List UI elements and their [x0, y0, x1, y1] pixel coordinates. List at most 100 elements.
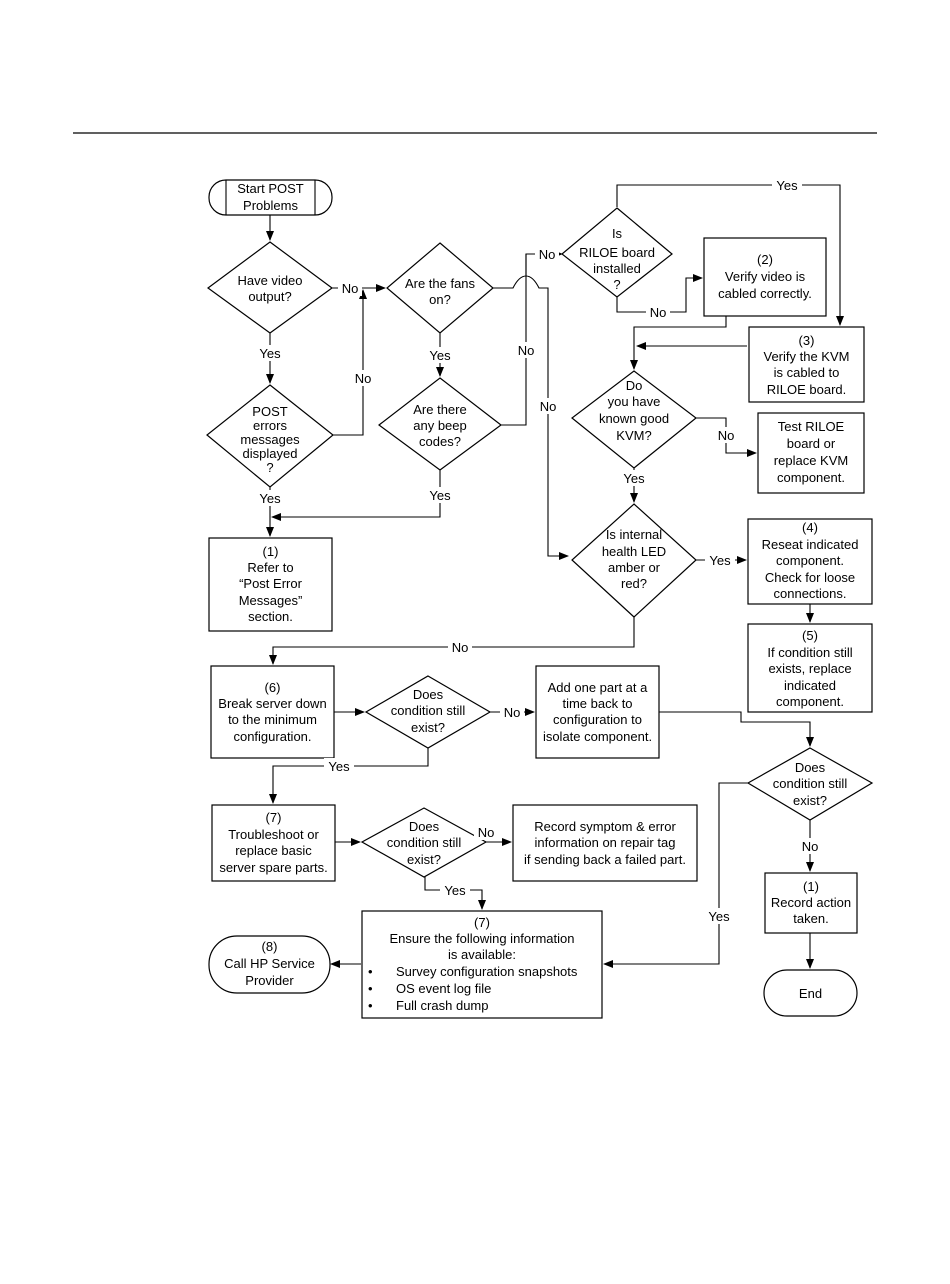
beep-line-3: codes?	[419, 434, 461, 449]
riloe-installed-decision: Is RILOE board installed ?	[561, 207, 673, 298]
video-line-2: output?	[248, 289, 291, 304]
troubleshoot-line-2: Troubleshoot or	[228, 827, 319, 842]
verify-kvm-line-1: (3)	[799, 333, 815, 348]
reseat-line-5: connections.	[774, 586, 847, 601]
condition-exist-decision-1: Does condition still exist?	[364, 675, 492, 749]
refer-line-1: (1)	[263, 544, 279, 559]
label-fans-yes: Yes	[429, 348, 451, 363]
record-symptom-line-3: if sending back a failed part.	[524, 852, 686, 867]
ensure-line-3: is available:	[448, 947, 516, 962]
bullet-icon: •	[368, 998, 373, 1013]
record-action-line-2: Record action	[771, 895, 851, 910]
replace-line-1: (5)	[802, 628, 818, 643]
label-riloe-no: No	[650, 305, 667, 320]
cond-right-line-2: condition still	[773, 776, 848, 791]
call-hp-line-2: Call HP Service	[224, 956, 315, 971]
cond1-line-2: condition still	[391, 703, 466, 718]
riloe-line-2: RILOE board	[579, 245, 655, 260]
label-riloe-yes: Yes	[776, 178, 798, 193]
health-led-decision: Is internal health LED amber or red?	[571, 503, 697, 618]
led-line-2: health LED	[602, 544, 666, 559]
bullet-icon: •	[368, 964, 373, 979]
led-line-3: amber or	[608, 560, 661, 575]
fans-line-2: on?	[429, 292, 451, 307]
troubleshoot-line-1: (7)	[266, 810, 282, 825]
breakdown-line-2: Break server down	[218, 696, 326, 711]
edge-beep-no	[501, 254, 527, 426]
test-riloe-line-3: replace KVM	[774, 453, 848, 468]
test-riloe-line-1: Test RILOE	[778, 419, 845, 434]
label-led-no: No	[452, 640, 469, 655]
edge-addpart-cond	[659, 711, 814, 747]
condition-exist-decision-2: Does condition still exist?	[360, 807, 488, 878]
label-cond-right-yes: Yes	[708, 909, 730, 924]
replace-line-2: If condition still	[767, 645, 852, 660]
troubleshoot-line-4: server spare parts.	[219, 860, 327, 875]
post-line-3: messages	[240, 432, 300, 447]
ensure-line-2: Ensure the following information	[390, 931, 575, 946]
cond1-line-1: Does	[413, 687, 444, 702]
cond1-line-3: exist?	[411, 720, 445, 735]
add-one-part-box: Add one part at a time back to configura…	[535, 665, 660, 759]
test-riloe-line-2: board or	[787, 436, 836, 451]
refer-line-4: Messages”	[239, 593, 303, 608]
label-video-yes: Yes	[259, 346, 281, 361]
cond2-line-3: exist?	[407, 852, 441, 867]
troubleshoot-line-3: replace basic	[235, 843, 312, 858]
end-label: End	[799, 986, 822, 1001]
replace-line-3: exists, replace	[768, 661, 851, 676]
ensure-item-2: OS event log file	[396, 981, 491, 996]
edge-riloe-no	[616, 274, 703, 313]
riloe-line-3: installed	[593, 261, 641, 276]
record-symptom-line-2: information on repair tag	[535, 835, 676, 850]
start-terminator: Start POST Problems	[208, 179, 333, 216]
call-hp-line-3: Provider	[245, 973, 294, 988]
edge-condright-yes	[603, 782, 748, 968]
verify-video-box: (2) Verify video is cabled correctly.	[703, 237, 827, 317]
refer-line-3: “Post Error	[239, 576, 303, 591]
post-line-4: displayed	[243, 446, 298, 461]
break-server-down-box: (6) Break server down to the minimum con…	[210, 665, 335, 759]
addpart-line-4: isolate component.	[543, 729, 652, 744]
riloe-line-1: Is	[612, 226, 623, 241]
test-riloe-line-4: component.	[777, 470, 845, 485]
breakdown-line-3: to the minimum	[228, 712, 317, 727]
known-kvm-line-3: known good	[599, 411, 669, 426]
start-line-1: Start POST	[237, 181, 304, 196]
end-terminator: End	[763, 969, 858, 1017]
call-hp-line-1: (8)	[262, 939, 278, 954]
troubleshoot-box: (7) Troubleshoot or replace basic server…	[211, 804, 336, 882]
label-cond1-no: No	[504, 705, 521, 720]
fans-line-1: Are the fans	[405, 276, 476, 291]
label-kvm-no: No	[718, 428, 735, 443]
verify-kvm-box: (3) Verify the KVM is cabled to RILOE bo…	[748, 326, 865, 403]
label-cond-right-no: No	[802, 839, 819, 854]
post-line-5: ?	[266, 460, 273, 475]
refer-line-5: section.	[248, 609, 293, 624]
replace-line-4: indicated	[784, 678, 836, 693]
fans-on-decision: Are the fans on?	[386, 242, 494, 334]
beep-codes-decision: Are there any beep codes?	[378, 377, 502, 471]
label-led-yes: Yes	[709, 553, 731, 568]
beep-line-1: Are there	[413, 402, 466, 417]
label-post-yes: Yes	[259, 491, 281, 506]
edge-fans-no-led	[525, 275, 569, 560]
ensure-line-1: (7)	[474, 915, 490, 930]
verify-kvm-line-4: RILOE board.	[767, 382, 847, 397]
label-kvm-yes: Yes	[623, 471, 645, 486]
edge-riloe-yes	[616, 184, 844, 326]
addpart-line-3: configuration to	[553, 712, 642, 727]
led-line-1: Is internal	[606, 527, 662, 542]
edge-fans-no	[493, 250, 563, 289]
video-output-decision: Have video output?	[206, 241, 334, 334]
cond2-line-2: condition still	[387, 835, 462, 850]
verify-video-line-3: cabled correctly.	[718, 286, 812, 301]
record-symptom-line-1: Record symptom & error	[534, 819, 676, 834]
label-cond1-yes: Yes	[328, 759, 350, 774]
label-post-no: No	[355, 371, 372, 386]
led-line-4: red?	[621, 576, 647, 591]
breakdown-line-1: (6)	[265, 680, 281, 695]
record-action-line-3: taken.	[793, 911, 828, 926]
call-hp-terminator: (8) Call HP Service Provider	[208, 935, 331, 994]
